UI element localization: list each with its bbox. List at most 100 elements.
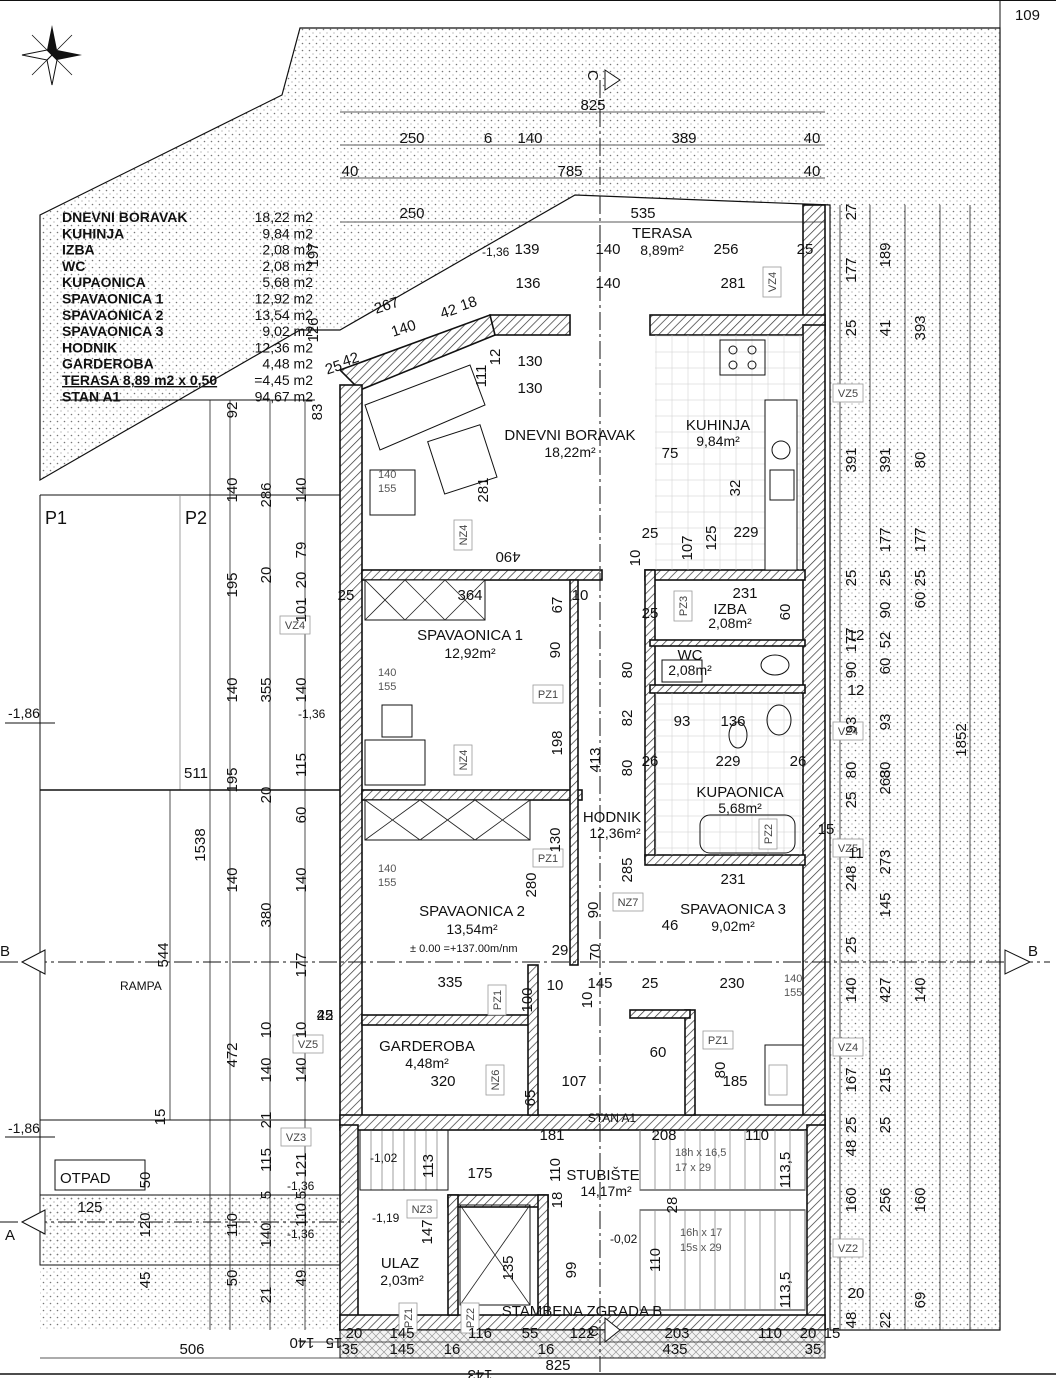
dim-d130b: 130 [517, 380, 542, 397]
dim-l195: 195 [224, 572, 241, 597]
opening-tag-vz2: VZ2 [832, 1238, 864, 1258]
level-entry-2: -1,19 [372, 1211, 400, 1225]
dim-d90: 90 [547, 642, 564, 659]
dim-l49: 49 [293, 1270, 310, 1287]
room-dnevni-area: 18,22m² [544, 444, 596, 460]
dim-l92: 92 [224, 402, 241, 419]
dim-d198: 198 [549, 730, 566, 755]
dim-d208: 208 [651, 1127, 676, 1144]
room-kuhinja-area: 9,84m² [696, 433, 740, 449]
opening-tag-vz5: VZ5 [292, 1034, 324, 1054]
dim-r90b: 90 [877, 602, 894, 619]
room-kupaonica-name: KUPAONICA [696, 784, 783, 801]
dim-i250: 250 [399, 205, 424, 222]
dim-l140h: 140 [293, 1057, 310, 1082]
dim-l21: 21 [258, 1112, 275, 1129]
dim-b35: 35 [342, 1341, 359, 1358]
dim-d110b: 110 [547, 1158, 564, 1182]
dim-l10: 10 [258, 1022, 275, 1039]
dim-r11: 11 [848, 845, 864, 862]
legend-row-value: 5,68 m2 [262, 274, 313, 290]
dim-d107: 107 [679, 535, 696, 560]
dim-b110: 110 [758, 1325, 782, 1342]
dim-l50: 50 [137, 1172, 154, 1189]
waste-label: OTPAD [60, 1170, 111, 1187]
stair-spec-1b: 17 x 29 [675, 1162, 711, 1174]
level-outside-1: -1,36 [287, 1179, 315, 1193]
dim-b116: 116 [468, 1325, 492, 1342]
dim-b825: 825 [545, 1357, 570, 1374]
dim-d267: 267 [372, 294, 401, 318]
dim-d80b: 80 [619, 760, 636, 777]
dim-l15: 15 [152, 1109, 169, 1126]
dim-l20c: 20 [258, 787, 275, 804]
dim-d113c: 113,5 [777, 1272, 794, 1308]
svg-text:PZ3: PZ3 [678, 596, 690, 616]
legend-row-value: 18,22 m2 [255, 209, 314, 225]
svg-text:VZ4: VZ4 [838, 726, 858, 738]
dim-d231: 231 [732, 585, 757, 602]
opening-tag-pz1: PZ1 [702, 1030, 734, 1050]
dim-r273: 273 [877, 849, 894, 874]
level-entry-1: -1,02 [370, 1151, 398, 1165]
dim-r25a: 25 [843, 320, 860, 337]
room-spav2-name: SPAVAONICA 2 [419, 903, 525, 920]
legend-row-name: TERASA 8,89 m2 x 0,50 [62, 372, 217, 388]
dim-d93: 93 [674, 713, 691, 730]
dim-d181: 181 [539, 1127, 564, 1144]
dim-r80c: 80 [877, 762, 894, 779]
window-height: 155 [784, 987, 802, 999]
dim-b140: 140 [289, 1334, 314, 1351]
dim-r90a: 90 [843, 662, 860, 679]
room-stubiste-area: 14,17m² [580, 1183, 632, 1199]
dim-d111: 111 [473, 365, 490, 388]
room-garderoba-area: 4,48m² [405, 1055, 449, 1071]
opening-tag-pz2: PZ2 [758, 818, 778, 850]
section-b-right-arrow-icon [1004, 949, 1032, 975]
dim-b55: 55 [522, 1325, 539, 1342]
staircase [359, 1129, 806, 1311]
dim-l101: 101 [293, 597, 310, 622]
dim-t140: 140 [517, 130, 542, 147]
room-kupaonica-area: 5,68m² [718, 800, 762, 816]
dim-d364: 364 [457, 587, 482, 604]
dim-l380: 380 [258, 902, 275, 927]
legend-row-name: WC [62, 258, 85, 274]
dim-t40b: 40 [342, 163, 359, 180]
dim-r25g: 25 [877, 1117, 894, 1134]
dim-d67: 67 [549, 597, 566, 614]
dim-d26a: 26 [642, 753, 659, 770]
dim-d140: 140 [389, 317, 418, 341]
room-hodnik-name: HODNIK [583, 809, 641, 826]
dim-r248: 248 [843, 865, 860, 890]
dim-b20b: 20 [800, 1325, 817, 1342]
dim-i140b: 140 [595, 275, 620, 292]
window-height: 155 [378, 681, 396, 693]
window-width: 140 [784, 973, 802, 985]
room-ulaz-area: 2,03m² [380, 1272, 424, 1288]
dim-t389: 389 [671, 130, 696, 147]
dim-r391b: 391 [877, 447, 894, 472]
dim-l355: 355 [258, 677, 275, 702]
dim-l286: 286 [258, 482, 275, 507]
dim-d113b: 113,5 [777, 1152, 794, 1188]
dim-b145b: 145 [389, 1341, 414, 1358]
dim-i136: 136 [515, 275, 540, 292]
dim-r12b: 12 [848, 682, 865, 699]
window-width: 140 [378, 469, 396, 481]
dim-i281: 281 [720, 275, 745, 292]
dim-r22: 22 [877, 1312, 894, 1329]
opening-tag-nz5 [768, 1064, 788, 1096]
opening-tag-pz1: PZ1 [532, 848, 564, 868]
section-a-arrow-icon [20, 1209, 46, 1235]
dim-l50b: 50 [224, 1270, 241, 1287]
dim-d490: 490 [495, 548, 520, 565]
room-labels: TERASA 8,89m² DNEVNI BORAVAK 18,22m² KUH… [287, 225, 786, 1288]
dim-b16: 16 [444, 1341, 461, 1358]
dim-d15: 15 [818, 821, 835, 838]
dim-d12: 12 [487, 349, 504, 366]
opening-tag-nz4: NZ4 [453, 519, 473, 551]
opening-tags: VZ4VZ5NZ4PZ3VZ4PZ1NZ4VZ4PZ2VZ5PZ1NZ7PZ1P… [279, 266, 864, 1334]
window-height: 155 [378, 483, 396, 495]
dim-d60b: 60 [650, 1044, 667, 1061]
